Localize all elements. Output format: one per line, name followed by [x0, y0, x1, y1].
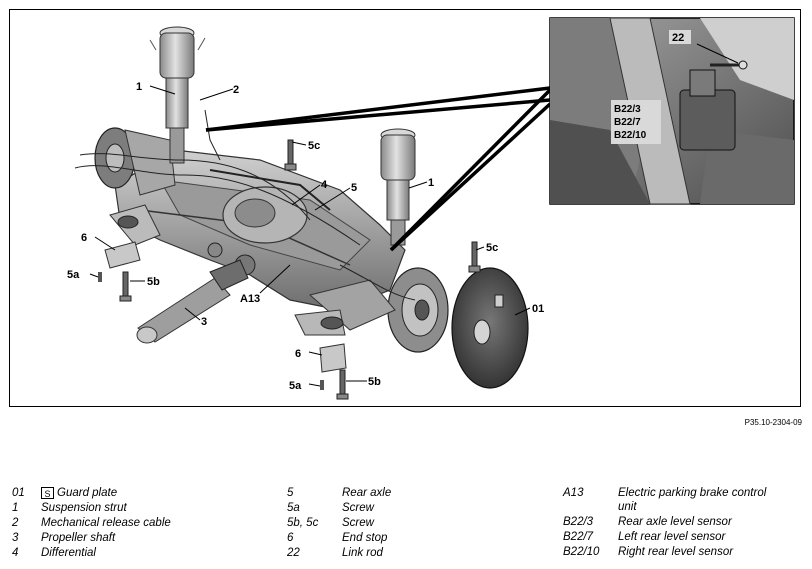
guard-plate [451, 267, 529, 389]
propeller-shaft [136, 259, 249, 344]
callout-3-propeller-shaft: 3 [201, 316, 207, 328]
callout-a13: A13 [240, 293, 260, 305]
legend-desc: Left rear level sensor [618, 531, 726, 543]
legend-item: B22/10 Right rear level sensor [563, 545, 799, 559]
legend-key: 22 [287, 547, 300, 559]
top-screw-5c [284, 139, 297, 171]
legend-key: B22/3 [563, 516, 594, 528]
callout-4-differential: 4 [321, 179, 328, 191]
callout-22-link-rod: 22 [672, 32, 684, 44]
legend-item-continued: unit [563, 500, 799, 514]
legend-item: 22 Link rod [287, 546, 547, 560]
rear-axle-illustration: 1 2 5c 4 5 1 6 5a 5b 5c A13 3 01 6 5a 5b… [67, 17, 795, 400]
legend-desc: Screw [342, 502, 374, 514]
legend-key: 5 [287, 487, 294, 499]
leader-lines [89, 85, 531, 387]
wrench-note-icon: S [41, 486, 54, 499]
legend-desc: Differential [41, 547, 96, 559]
legend-item: 3 Propeller shaft [12, 531, 272, 545]
legend-item: B22/3 Rear axle level sensor [563, 515, 799, 529]
right-suspension-strut [380, 128, 416, 246]
release-cables [74, 109, 416, 301]
legend-key: 1 [12, 502, 19, 514]
callout-6-bottom-end-stop: 6 [295, 348, 301, 360]
callout-01-guard-plate: 01 [532, 303, 544, 315]
legend-desc: Mechanical release cable [41, 517, 171, 529]
legend-item: 2 Mechanical release cable [12, 516, 272, 530]
legend-key: 6 [287, 532, 294, 544]
legend-item: 5 Rear axle [287, 486, 547, 500]
callout-2-cable: 2 [233, 84, 239, 96]
legend-item: 6 End stop [287, 531, 547, 545]
legend-desc: Screw [342, 517, 374, 529]
bottom-end-stop [319, 343, 349, 400]
legend-desc: Guard plate [57, 487, 118, 499]
right-wheel-hub [294, 267, 449, 353]
legend-desc: Link rod [342, 547, 383, 559]
legend-item: 1 Suspension strut [12, 501, 272, 515]
legend-key: 5a [287, 502, 300, 514]
callout-5b-left: 5b [147, 276, 160, 288]
legend-item: 5a Screw [287, 501, 547, 515]
legend-key: B22/7 [563, 531, 594, 543]
legend-item: B22/7 Left rear level sensor [563, 530, 799, 544]
callout-6-left-end-stop: 6 [81, 232, 87, 244]
legend-desc: Rear axle [342, 487, 392, 499]
legend-key: 4 [12, 547, 19, 559]
legend-desc: unit [618, 501, 637, 513]
legend-desc: Rear axle level sensor [618, 516, 732, 528]
left-end-stop [98, 241, 141, 302]
legend-key: 2 [12, 517, 19, 529]
callout-b22-3: B22/3 [614, 104, 641, 115]
right-screw-5c [468, 241, 481, 273]
legend-item: 5b, 5c Screw [287, 516, 547, 530]
callout-b22-7: B22/7 [614, 117, 641, 128]
legend-key: A13 [563, 487, 584, 499]
legend-key: 5b, 5c [287, 517, 319, 529]
callout-5a-bottom: 5a [289, 380, 302, 392]
legend-item: 4 Differential [12, 546, 272, 560]
diagram-frame: 1 2 5c 4 5 1 6 5a 5b 5c A13 3 01 6 5a 5b… [9, 9, 801, 407]
legend-desc: Suspension strut [41, 502, 127, 514]
callouts: 1 2 5c 4 5 1 6 5a 5b 5c A13 3 01 6 5a 5b… [67, 30, 691, 392]
callout-5c-top: 5c [308, 140, 320, 152]
left-suspension-strut [149, 26, 206, 164]
legend-key: B22/10 [563, 546, 600, 558]
legend-desc: Electric parking brake control [618, 487, 767, 499]
legend-key: 3 [12, 532, 19, 544]
callout-5c-right: 5c [486, 242, 498, 254]
legend-key: 01 [12, 487, 25, 499]
callout-1-strut: 1 [136, 81, 142, 93]
legend-desc: End stop [342, 532, 388, 544]
figure-reference: P35.10-2304-09 [744, 418, 802, 427]
callout-5-rear-axle: 5 [351, 182, 357, 194]
callout-5a-left: 5a [67, 269, 80, 281]
left-wheel-hub [94, 127, 176, 246]
sensor-inset [549, 17, 795, 205]
callout-b22-10: B22/10 [614, 130, 647, 141]
callout-1-right-strut: 1 [428, 177, 434, 189]
inset-pointer-lines [205, 86, 552, 252]
legend-desc: Propeller shaft [41, 532, 116, 544]
legend-item: A13 Electric parking brake control [563, 486, 799, 500]
legend-desc: Right rear level sensor [618, 546, 734, 558]
callout-5b-bottom: 5b [368, 376, 381, 388]
